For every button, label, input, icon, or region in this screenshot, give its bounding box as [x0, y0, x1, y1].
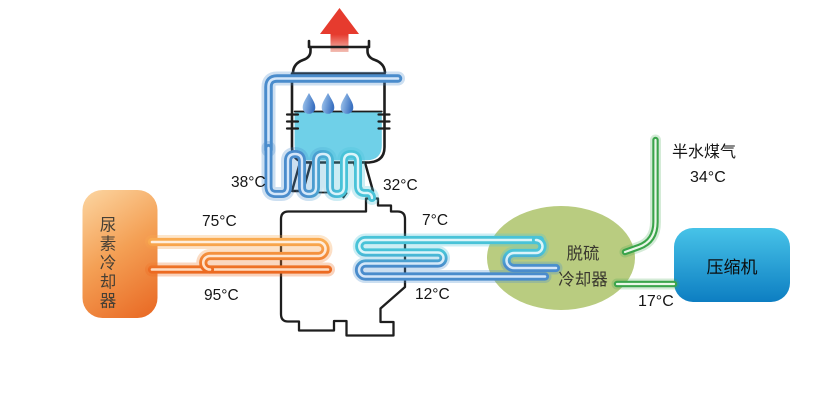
compressor-label: 压缩机	[706, 257, 758, 277]
gas-name-label: 半水煤气	[672, 144, 737, 161]
temp-75c-label: 75°C	[202, 213, 237, 230]
tower-neck-right	[366, 45, 387, 74]
chilled-water-pipe	[352, 233, 563, 283]
desulfurization-cooler-label-line1: 脱硫	[566, 245, 600, 263]
desulfurization-cooler-node	[487, 206, 635, 310]
compressor-node	[674, 228, 790, 302]
cooling-water-pipe	[261, 71, 405, 157]
urea-cooler-label: 尿素冷却器	[97, 215, 115, 311]
temp-95c-label: 95°C	[204, 287, 239, 304]
vessel-outline	[279, 197, 407, 337]
temp-12c-label: 12°C	[415, 286, 450, 303]
tower-water	[294, 111, 382, 161]
temp-34c-label: 34°C	[690, 169, 726, 186]
temp-7c-label: 7°C	[422, 212, 449, 229]
gas-pipe	[611, 134, 680, 290]
tower-neck-left	[291, 45, 312, 74]
tower-wall-ticks	[285, 113, 391, 130]
urea-cooler-node	[82, 190, 158, 318]
temp-32c-label: 32°C	[383, 177, 418, 194]
urea-coolant-pipe	[145, 235, 335, 277]
desulfurization-cooler-label-line2: 冷却器	[558, 271, 608, 289]
tower-rim	[307, 39, 371, 49]
water-droplets-icon	[302, 93, 354, 114]
exhaust-arrow-icon	[320, 8, 359, 52]
temp-17c-label: 17°C	[638, 293, 674, 310]
temp-38c-label: 38°C	[231, 174, 266, 191]
condenser-serpentine-pipe	[261, 141, 379, 205]
